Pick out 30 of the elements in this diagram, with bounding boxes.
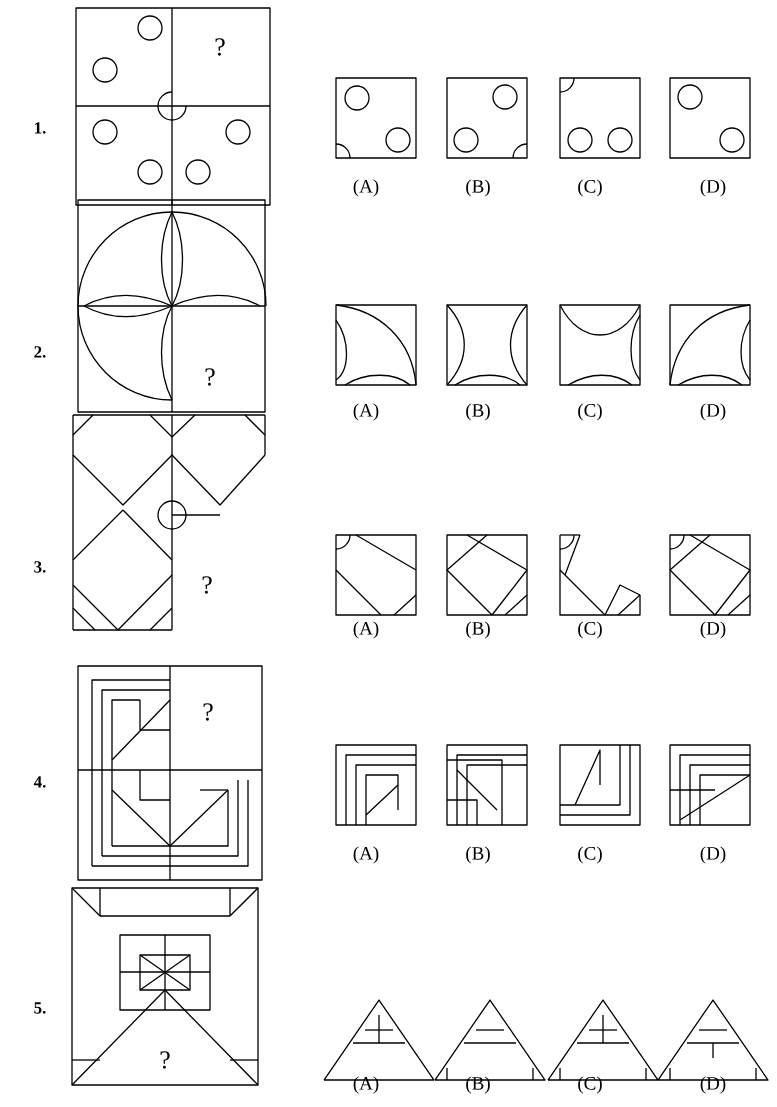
option-label: (A) — [353, 1076, 379, 1094]
option-label: (B) — [466, 621, 490, 639]
option-label: (C) — [578, 179, 602, 197]
question-number: 5. — [34, 1002, 46, 1014]
option-label: (B) — [466, 403, 490, 421]
question-mark: ? — [202, 576, 212, 594]
option-label: (D) — [700, 1076, 726, 1094]
option-label: (A) — [353, 179, 379, 197]
option-label: (D) — [700, 846, 726, 864]
question-mark: ? — [205, 368, 215, 386]
question-number: 3. — [34, 561, 46, 573]
question-number: 2. — [34, 346, 46, 358]
option-label: (C) — [578, 403, 602, 421]
question-number: 4. — [33, 776, 46, 788]
question-mark: ? — [203, 703, 213, 721]
option-label: (D) — [700, 621, 726, 639]
question-mark: ? — [215, 38, 225, 56]
option-label: (C) — [578, 1076, 602, 1094]
option-label: (B) — [466, 846, 490, 864]
option-label: (B) — [466, 179, 490, 197]
option-label: (C) — [578, 621, 602, 639]
option-label: (D) — [700, 179, 726, 197]
question-number: 1. — [35, 122, 46, 134]
option-label: (C) — [578, 846, 602, 864]
question-mark: ? — [160, 1051, 170, 1069]
option-label: (A) — [353, 846, 379, 864]
option-label: (D) — [700, 403, 726, 421]
option-label: (A) — [353, 621, 379, 639]
option-label: (A) — [353, 403, 379, 421]
option-label: (B) — [466, 1076, 490, 1094]
